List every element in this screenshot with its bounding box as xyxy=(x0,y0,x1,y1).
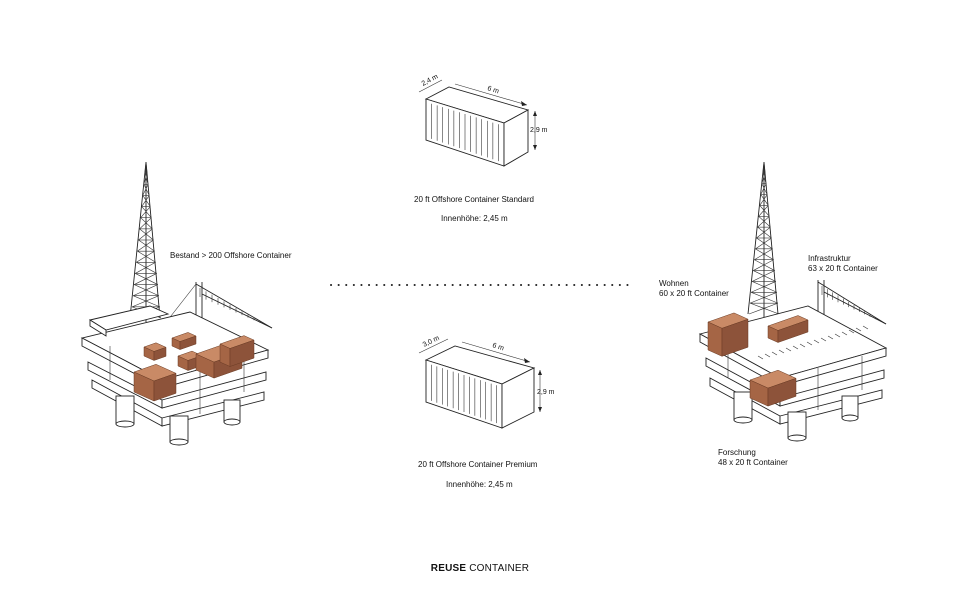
standard-container-name: 20 ft Offshore Container Standard xyxy=(414,195,534,204)
standard-inner-height: Innenhöhe: 2,45 m xyxy=(441,214,508,223)
infrastruktur-title: Infrastruktur xyxy=(808,254,851,263)
wohnen-title: Wohnen xyxy=(659,279,689,288)
right-derrick-tower xyxy=(747,161,780,318)
wohnen-count: 60 x 20 ft Container xyxy=(659,289,729,298)
right-platform-legs xyxy=(733,391,859,442)
left-derrick-tower xyxy=(129,161,162,322)
left-container-stacks xyxy=(133,332,255,402)
standard-length-label: 6 m xyxy=(486,85,499,95)
footer-title-regular: CONTAINER xyxy=(466,563,530,574)
infrastruktur-count: 63 x 20 ft Container xyxy=(808,264,878,273)
infrastruktur-label: Infrastruktur 63 x 20 ft Container xyxy=(808,254,878,274)
forschung-title: Forschung xyxy=(718,448,756,457)
premium-inner-height: Innenhöhe: 2,45 m xyxy=(446,480,513,489)
forschung-count: 48 x 20 ft Container xyxy=(718,458,788,467)
wohnen-label: Wohnen 60 x 20 ft Container xyxy=(659,279,729,299)
premium-height-label: 2,9 m xyxy=(537,389,555,396)
standard-height-label: 2,9 m xyxy=(530,127,548,134)
forschung-label: Forschung 48 x 20 ft Container xyxy=(718,448,788,468)
footer-title-bold: REUSE xyxy=(430,563,467,574)
left-platform-legs xyxy=(115,395,241,446)
premium-container-name: 20 ft Offshore Container Premium xyxy=(418,460,538,469)
footer-title: REUSE CONTAINER xyxy=(0,563,960,574)
left-platform-label: Bestand > 200 Offshore Container xyxy=(170,251,292,260)
right-container-blocks xyxy=(707,312,869,407)
dotted-divider xyxy=(330,284,634,286)
premium-length-label: 6 m xyxy=(491,342,504,352)
